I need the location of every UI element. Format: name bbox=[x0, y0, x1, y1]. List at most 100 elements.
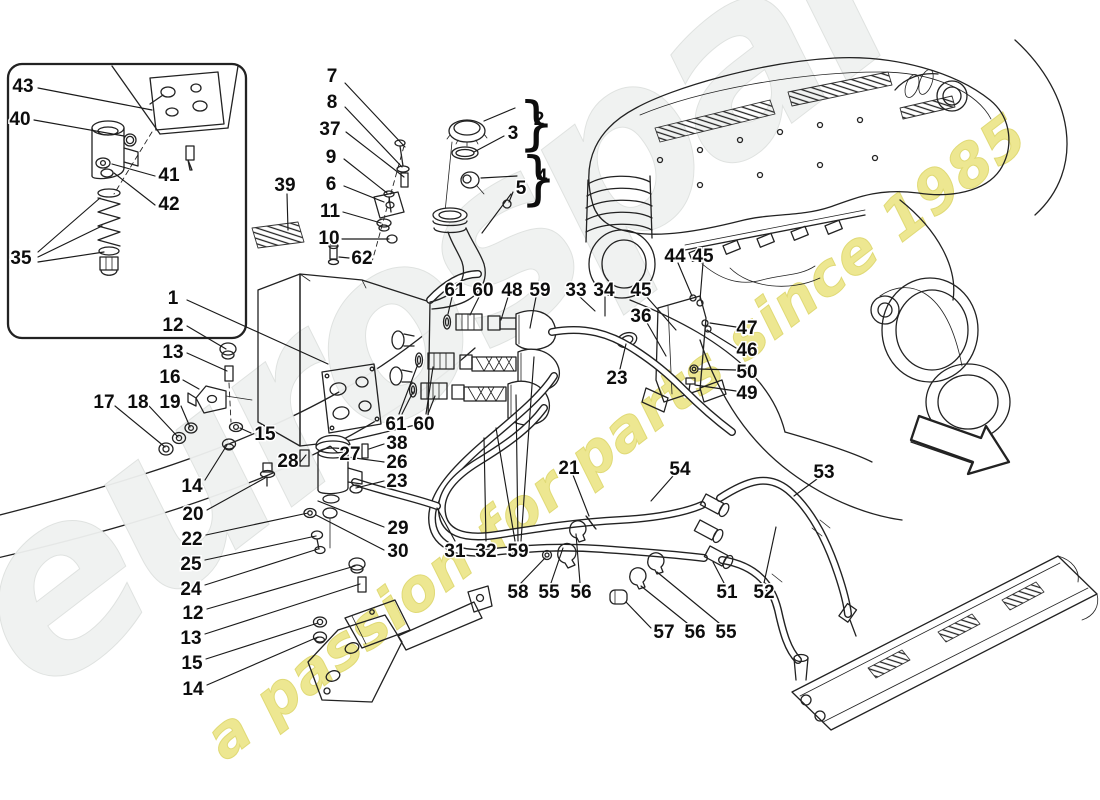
leader-line-35 bbox=[37, 251, 105, 263]
leader-line-20 bbox=[206, 477, 266, 511]
leader-line-5 bbox=[508, 191, 514, 203]
leader-line-39 bbox=[286, 193, 289, 231]
belt-drive-covers bbox=[870, 277, 1011, 441]
callout-60: 60 bbox=[413, 414, 434, 435]
leader-line-59 bbox=[515, 394, 519, 542]
leader-line-55 bbox=[656, 571, 720, 624]
oil-tank bbox=[158, 139, 482, 555]
leader-line-59 bbox=[529, 296, 537, 329]
oil-hoses bbox=[351, 309, 858, 681]
leader-line-22 bbox=[205, 512, 309, 536]
callout-13: 13 bbox=[180, 628, 201, 649]
callout-13: 13 bbox=[162, 342, 183, 363]
leader-line-32 bbox=[483, 437, 487, 542]
callout-12: 12 bbox=[182, 603, 203, 624]
callout-4: 4 bbox=[537, 166, 548, 187]
leader-line-15 bbox=[239, 427, 252, 434]
plenum-rib-strip bbox=[787, 71, 893, 107]
leader-line-35 bbox=[37, 197, 101, 253]
callout-61: 61 bbox=[444, 280, 466, 301]
callout-42: 42 bbox=[158, 194, 179, 215]
callout-47: 47 bbox=[736, 318, 757, 339]
leader-line-52 bbox=[763, 526, 777, 584]
filler-neck-assembly bbox=[429, 119, 512, 310]
leader-line-18 bbox=[148, 405, 179, 438]
callout-29: 29 bbox=[387, 518, 408, 539]
leader-line-61 bbox=[398, 363, 419, 415]
callout-54: 54 bbox=[669, 459, 691, 480]
leader-line-40 bbox=[33, 119, 125, 137]
callout-44: 44 bbox=[664, 246, 686, 267]
leader-line-12 bbox=[186, 325, 227, 350]
filler-bracket-hardware bbox=[371, 139, 410, 263]
callout-41: 41 bbox=[158, 165, 180, 186]
hose-fittings-row2 bbox=[414, 348, 561, 392]
tank-outlet-boss bbox=[389, 366, 403, 386]
callout-37: 37 bbox=[319, 119, 340, 140]
leader-line-19 bbox=[180, 405, 191, 428]
callout-10: 10 bbox=[318, 228, 339, 249]
leader-line-14 bbox=[206, 636, 319, 686]
leader-line-35 bbox=[37, 225, 103, 258]
callout-55: 55 bbox=[715, 622, 737, 643]
engine bbox=[585, 57, 1011, 521]
callout-32: 32 bbox=[475, 541, 496, 562]
callout-53: 53 bbox=[813, 462, 834, 483]
callout-26: 26 bbox=[386, 452, 407, 473]
pipe-clamps bbox=[541, 515, 665, 605]
leader-line-28 bbox=[296, 454, 307, 467]
plenum-rib-strip bbox=[899, 95, 956, 120]
callout-14: 14 bbox=[181, 476, 203, 497]
leader-line-60 bbox=[469, 296, 480, 316]
thermostat-valve bbox=[299, 434, 367, 644]
callout-25: 25 bbox=[180, 554, 202, 575]
callout-16: 16 bbox=[159, 367, 180, 388]
leader-line-56 bbox=[575, 533, 581, 584]
tank-mounting-plate bbox=[321, 363, 382, 434]
callout-61: 61 bbox=[385, 414, 407, 435]
callout-36: 36 bbox=[630, 306, 651, 327]
intake-bellows bbox=[585, 175, 656, 299]
leader-line-50 bbox=[698, 368, 737, 371]
callout-2: 2 bbox=[534, 109, 545, 130]
callout-60: 60 bbox=[472, 280, 493, 301]
leader-line-13 bbox=[204, 583, 361, 635]
leader-line-51 bbox=[712, 561, 725, 584]
leader-line-48 bbox=[500, 296, 509, 321]
inset-flange-plate bbox=[149, 71, 225, 131]
callout-33: 33 bbox=[565, 280, 586, 301]
leader-line-26 bbox=[339, 455, 385, 463]
leader-line-45 bbox=[645, 295, 677, 331]
callout-11: 11 bbox=[320, 201, 341, 222]
callout-57: 57 bbox=[653, 622, 674, 643]
callout-21: 21 bbox=[558, 458, 580, 479]
callout-9: 9 bbox=[326, 147, 337, 168]
callout-56: 56 bbox=[570, 582, 591, 603]
leader-line-46 bbox=[706, 329, 737, 349]
leader-lines bbox=[33, 82, 818, 686]
fuel-rail bbox=[684, 209, 866, 287]
leader-line-45 bbox=[699, 262, 704, 301]
callout-45: 45 bbox=[692, 246, 714, 267]
leader-line-58 bbox=[520, 557, 546, 584]
callout-3: 3 bbox=[508, 123, 519, 144]
callout-28: 28 bbox=[277, 451, 298, 472]
watermark-swoosh bbox=[0, 329, 431, 516]
leader-line-59 bbox=[495, 427, 516, 542]
leader-line-30 bbox=[315, 514, 385, 551]
leader-line-41 bbox=[111, 163, 156, 177]
leader-line-21 bbox=[572, 474, 590, 517]
leader-line-23 bbox=[355, 480, 385, 489]
leader-line-55 bbox=[550, 547, 564, 584]
leader-line-3 bbox=[473, 135, 505, 153]
tank-bracket-16 bbox=[187, 385, 253, 414]
leader-line-6 bbox=[343, 185, 385, 203]
watermark-swoosh bbox=[1014, 39, 1068, 216]
leader-line-56 bbox=[640, 585, 688, 624]
leader-line-42 bbox=[113, 172, 156, 206]
leader-line-37 bbox=[345, 131, 405, 178]
callout-31: 31 bbox=[444, 541, 466, 562]
oil-filler-cap bbox=[446, 119, 488, 147]
leader-line-13 bbox=[186, 352, 228, 372]
